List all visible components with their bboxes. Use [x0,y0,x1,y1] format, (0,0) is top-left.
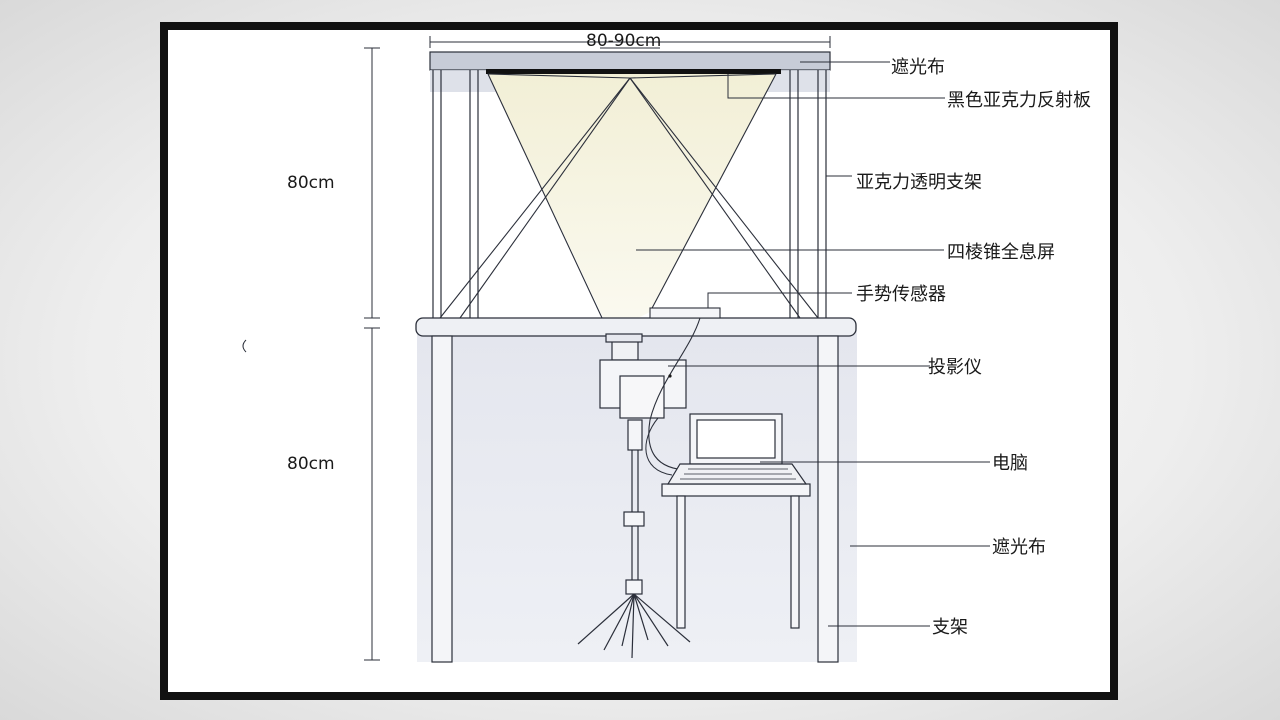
label-stand: 支架 [932,617,968,638]
stray-mark [242,339,247,353]
callout-leaders [636,61,990,627]
projection-beam [488,74,776,332]
label-shade-cloth-top: 遮光布 [891,57,945,78]
label-black-acrylic-reflector: 黑色亚克力反射板 [947,90,1091,111]
laptop-computer [666,413,808,485]
projector-marker [668,374,672,378]
sensor-cable [648,317,701,471]
dimension-lines [364,36,831,661]
table-top [415,317,857,337]
side-table [661,483,811,629]
lower-stand-legs [431,335,839,663]
pyramid-hologram-screen [439,73,819,336]
label-shade-cloth-bottom: 遮光布 [992,537,1046,558]
upper-height-label: 80cm [287,173,335,193]
top-shade-cloth [429,51,831,71]
label-gesture-sensor: 手势传感器 [856,284,946,305]
label-computer: 电脑 [992,453,1028,474]
projector [599,333,687,419]
width-dimension-label: 80-90cm [586,31,661,51]
label-acrylic-transparent-stand: 亚克力透明支架 [856,172,982,193]
gesture-sensor [649,307,721,319]
black-acrylic-reflector [486,69,781,74]
label-pyramid-hologram-screen: 四棱锥全息屏 [947,242,1055,263]
label-projector: 投影仪 [928,357,982,378]
projector-cable [645,417,673,476]
lower-height-label: 80cm [287,454,335,474]
tripod [577,419,691,659]
acrylic-stand-posts [432,70,827,318]
